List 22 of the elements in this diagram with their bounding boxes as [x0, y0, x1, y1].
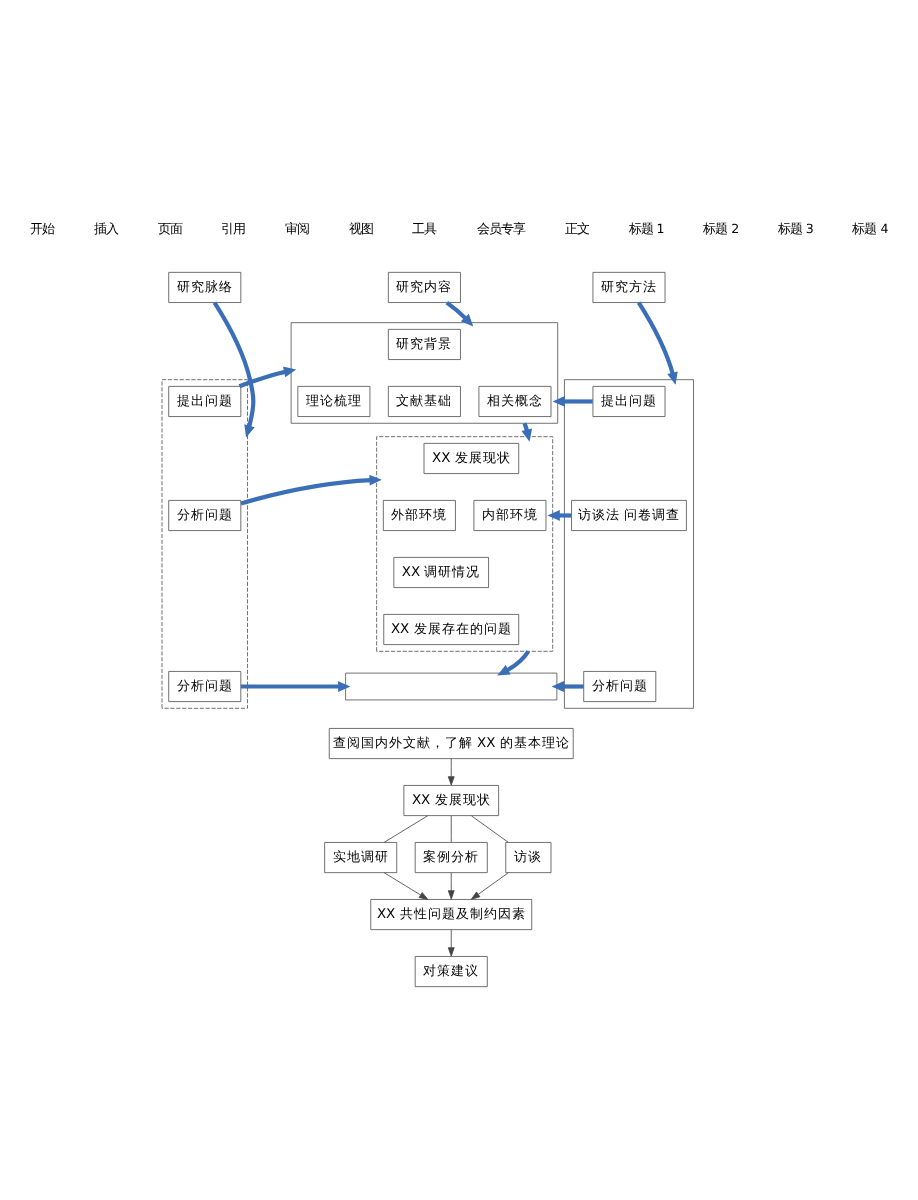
arrow [445, 299, 474, 326]
arrow [547, 509, 572, 520]
cluster [161, 378, 248, 708]
connector [450, 814, 452, 842]
cluster [290, 321, 559, 423]
arrow [447, 757, 455, 785]
node-box [345, 671, 558, 700]
arrow [383, 871, 429, 899]
arrow [240, 680, 351, 691]
connector [471, 814, 509, 842]
arrow [551, 680, 584, 691]
arrow [238, 365, 297, 388]
arrow [470, 871, 509, 899]
arrow [497, 649, 531, 675]
arrow [447, 871, 455, 899]
arrow [212, 300, 256, 437]
arrow [240, 473, 382, 505]
connector [383, 814, 429, 842]
arrow [636, 300, 678, 384]
cluster [376, 435, 554, 651]
arrow [552, 395, 593, 406]
arrow [447, 928, 455, 956]
